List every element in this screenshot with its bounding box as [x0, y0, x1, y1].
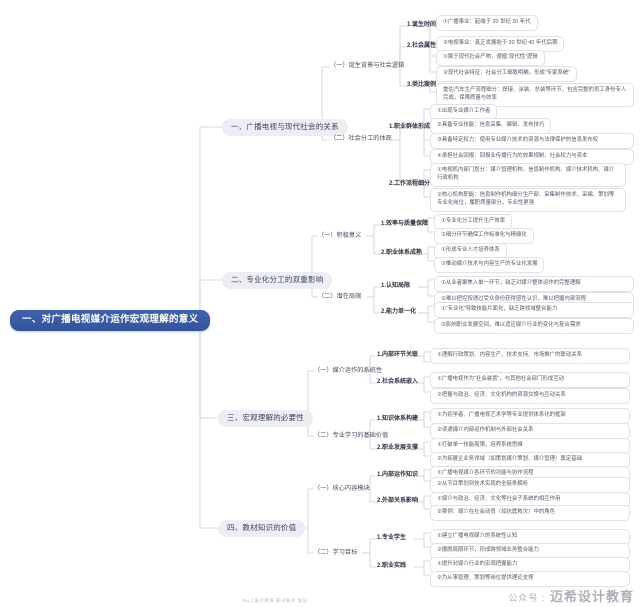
group-node-3-1[interactable]: （一）媒介运作的系统性 — [314, 367, 383, 374]
leaf-node: ①为初学者、广播电视艺术学等专业提供体系化的框架 — [430, 408, 630, 424]
leaf-node: ①广播事业：起端于 20 世纪 20 年代 — [436, 15, 538, 31]
item-node-4-1-2[interactable]: 2.外部关系影响 — [377, 498, 419, 504]
group-node-4-1[interactable]: （一）核心内容模块 — [314, 485, 370, 492]
leaf-node: ①理解行政策划、内容生产、技术支持、市场推广的联动关系 — [430, 348, 630, 364]
group-node-1-2[interactable]: （二）社会分工的体现 — [330, 135, 392, 142]
item-node-2-2-1[interactable]: 1.认知局限 — [381, 283, 411, 289]
watermark: 公众号 : 迈希设计教育 — [508, 586, 634, 605]
leaf-node: ②细分环节确保工作标准化与精细化 — [434, 228, 534, 244]
leaf-node: 重估汽车生产流程细分：焊接、涂装、总装等环节，包含完整的员工身份专人完成，保障质… — [436, 83, 634, 107]
leaf-node: ②推动媒介技术与内容生产的专业化发展 — [434, 257, 545, 273]
watermark-prefix: 公众号 : — [508, 593, 546, 603]
leaf-node: ②把握与政治、经济、文化机构的资源交换与互动关系 — [430, 388, 630, 404]
item-node-3-1-1[interactable]: 1.内部环节关联 — [377, 352, 419, 358]
item-node-2-1-2[interactable]: 2.职业体系成熟 — [381, 250, 423, 256]
item-node-4-2-1[interactable]: 1.专业学生 — [377, 535, 407, 541]
leaf-node: ②核心机构职能：信息制作机构细分生产部、采集制作技术、采编、策划等专业化岗位，履… — [430, 188, 626, 212]
item-node-3-2-1[interactable]: 1.知识体系构建 — [377, 416, 419, 422]
leaf-node: ③具备特定权力：使用专业媒介技术的资源与法律保护的信息发布权 — [430, 133, 634, 149]
root-node[interactable]: 一、对广播电视媒介运作宏观理解的意义 — [10, 310, 211, 331]
watermark-brand: 迈希设计教育 — [549, 589, 634, 604]
leaf-node: ①专业化分工提升生产效率 — [434, 214, 513, 230]
leaf-node: ②读通媒介内部运作机制与外部社会关系 — [430, 423, 630, 439]
group-node-3-2[interactable]: （二）专业学习的基础价值 — [314, 432, 389, 439]
leaf-node: ①属于现代社会产物，遵循“现代性”逻辑 — [436, 50, 545, 66]
leaf-node: ①电视机内部门划分：媒介管理机构、信息制作机构、媒介技术机构、媒介行政机构 — [430, 163, 626, 187]
branch-node-4[interactable]: 四、教材知识的价值 — [218, 520, 306, 537]
item-node-2-2-2[interactable]: 2.能力单一化 — [381, 309, 417, 315]
branch-node-1[interactable]: 一、广播电视与现代社会的关系 — [222, 119, 348, 136]
item-node-4-1-1[interactable]: 1.内部运作知识 — [377, 472, 419, 478]
item-node-3-2-2[interactable]: 2.职业发展支撑 — [377, 445, 419, 451]
leaf-node: ①“专业化”导致技能片面化，缺乏跨领域整合能力 — [434, 302, 634, 318]
leaf-node: ②影响职业发展空间，难以适应媒介行业的变化与复合需求 — [434, 318, 634, 334]
item-node-1-2-1[interactable]: 1.职业群体形成 — [389, 124, 431, 130]
item-node-1-2-2[interactable]: 2.工作流程细分 — [389, 181, 431, 187]
item-node-1-1-3[interactable]: 3.类比案例 — [407, 82, 437, 88]
branch-node-2[interactable]: 二、专业化分工的双重影响 — [222, 272, 333, 289]
leaf-node: ②从节目策划到技术实现的全链条解析 — [430, 477, 630, 493]
group-node-1-1[interactable]: （一）诞生背景与社会逻辑 — [330, 62, 405, 69]
credit-text: No.1设计教育 知识要点 笔记 — [243, 598, 308, 603]
leaf-node: ②具备专业技能：信息采集、编辑、发布技巧 — [430, 118, 552, 134]
item-node-3-1-2[interactable]: 2.社会系统嵌入 — [377, 379, 419, 385]
group-node-2-2[interactable]: （二）潜在局限 — [318, 293, 362, 300]
branch-node-3[interactable]: 三、宏观理解的必要性 — [218, 410, 313, 427]
item-node-4-2-2[interactable]: 2.职业实践 — [377, 563, 407, 569]
leaf-node: ①从业者聚焦入单一环节，缺乏对媒介整体运作的完整理解 — [434, 276, 634, 292]
item-node-2-1-1[interactable]: 1.效率与质量保障 — [381, 221, 429, 227]
group-node-4-2[interactable]: （二）学习目标 — [314, 549, 358, 556]
leaf-node: ②为从事管理、策划等岗位提供理论支撑 — [430, 571, 630, 587]
leaf-node: ②现代社会特征：社会分工细致明确，形成“专家系统” — [436, 66, 578, 82]
item-node-1-1-1[interactable]: 1.诞生时间线 — [407, 22, 443, 28]
group-node-2-1[interactable]: （一）积极意义 — [318, 232, 362, 239]
leaf-node: ②案例：媒介在社会动员（如抗震救灾）中的角色 — [430, 505, 630, 521]
item-node-1-1-2[interactable]: 2.社会属性 — [407, 43, 437, 49]
leaf-node: ①广播电视作为“社会装置”，与其他社会部门形成互动 — [430, 372, 630, 388]
